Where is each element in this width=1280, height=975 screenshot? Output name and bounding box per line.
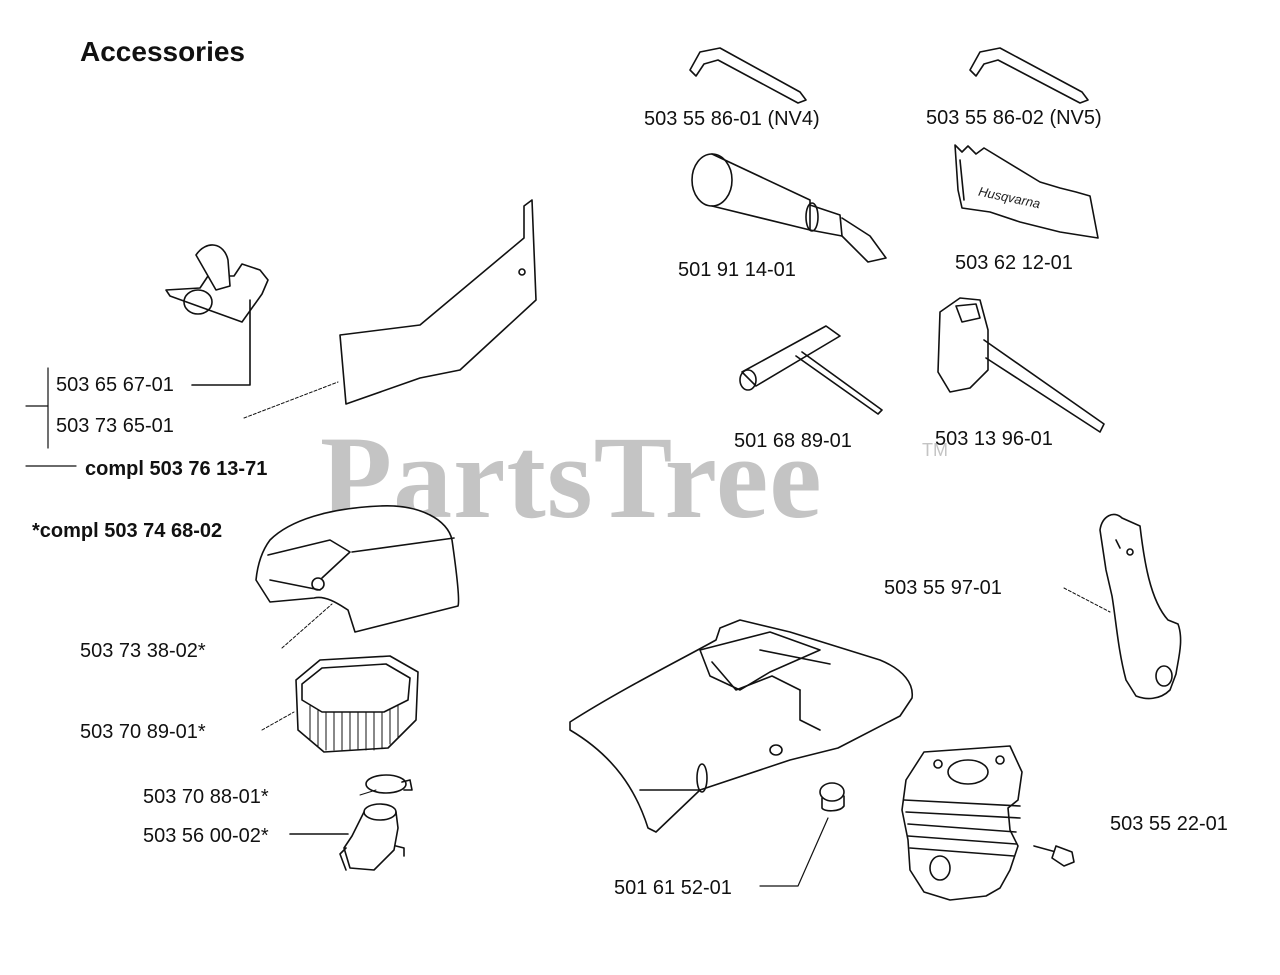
cylinder-cover-drawing [255, 505, 460, 649]
cap-plug-drawing [759, 782, 845, 887]
combination-spanner-drawing [937, 297, 1105, 433]
part-label-air-filter[interactable]: 503 70 89-01* [80, 721, 206, 743]
part-label-grease-gun[interactable]: 501 91 14-01 [678, 259, 796, 281]
part-label-hose-clamp[interactable]: 503 70 88-01* [143, 786, 269, 808]
intake-manifold-drawing [289, 803, 405, 871]
part-label-brake-lever[interactable]: 503 65 67-01 [56, 374, 174, 396]
file-cloth-drawing [954, 144, 1099, 239]
chain-brake-lever-drawing [165, 244, 269, 386]
hex-key-nv5-drawing [969, 47, 1089, 104]
part-label-intake-manifold[interactable]: 503 56 00-02* [143, 825, 269, 847]
air-filter-drawing [261, 655, 419, 753]
part-label-hex-key-nv5[interactable]: 503 55 86-02 (NV5) [926, 107, 1102, 129]
part-label-cylinder[interactable]: 503 55 22-01 [1110, 813, 1228, 835]
grease-gun-drawing [691, 153, 887, 263]
hex-key-nv4-drawing [689, 47, 807, 104]
part-label-compl-kit[interactable]: compl 503 76 13-71 [85, 458, 268, 480]
part-label-t-wrench[interactable]: 501 68 89-01 [734, 430, 852, 452]
part-label-shield-plate[interactable]: 503 73 65-01 [56, 415, 174, 437]
part-label-hex-key-nv4[interactable]: 503 55 86-01 (NV4) [644, 108, 820, 130]
part-label-file-cloth[interactable]: 503 62 12-01 [955, 252, 1073, 274]
part-label-combination-spanner[interactable]: 503 13 96-01 [935, 428, 1053, 450]
part-label-cylinder-cover[interactable]: 503 73 38-02* [80, 640, 206, 662]
part-label-side-plate[interactable]: 503 55 97-01 [884, 577, 1002, 599]
part-label-compl-filter-kit[interactable]: *compl 503 74 68-02 [32, 520, 223, 542]
hose-clamp-drawing [359, 774, 413, 796]
side-plate-drawing [1063, 513, 1182, 700]
part-label-cap-plug[interactable]: 501 61 52-01 [614, 877, 732, 899]
clutch-cover-drawing [569, 619, 913, 833]
t-wrench-drawing [739, 325, 883, 415]
group-bracket-lines [25, 367, 77, 467]
cylinder-drawing [901, 745, 1075, 901]
shield-plate-drawing [243, 199, 537, 419]
page-title: Accessories [80, 36, 246, 67]
watermark-tm: TM [922, 440, 948, 460]
